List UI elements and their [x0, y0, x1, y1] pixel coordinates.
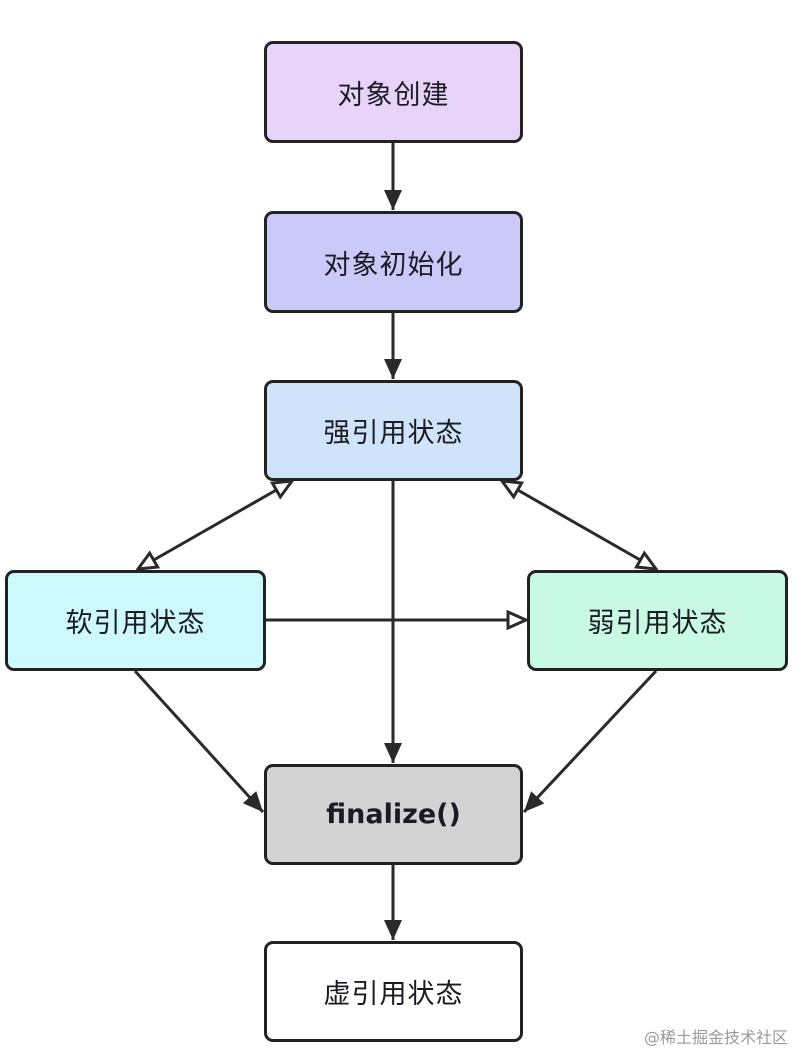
node-strong-reference: 强引用状态 [264, 380, 523, 481]
node-label: 虚引用状态 [323, 979, 464, 1010]
node-weak-reference: 弱引用状态 [527, 570, 788, 671]
node-label: 弱引用状态 [587, 608, 728, 639]
edge-strong-soft [138, 481, 292, 569]
node-phantom-reference: 虚引用状态 [264, 941, 523, 1042]
node-label: 强引用状态 [323, 418, 464, 449]
node-label: 软引用状态 [65, 608, 206, 639]
node-label: finalize() [326, 799, 461, 830]
edge-soft-final [133, 669, 265, 814]
node-label: 对象初始化 [323, 249, 464, 281]
edge-weak-final [522, 669, 658, 814]
node-label: 对象创建 [337, 79, 450, 111]
watermark: @稀土掘金技术社区 [643, 1028, 788, 1047]
node-object-initialization: 对象初始化 [264, 211, 523, 313]
node-soft-reference: 软引用状态 [5, 570, 266, 671]
edge-strong-weak [502, 481, 656, 569]
node-object-creation: 对象创建 [264, 41, 523, 143]
node-finalize: finalize() [264, 764, 523, 865]
